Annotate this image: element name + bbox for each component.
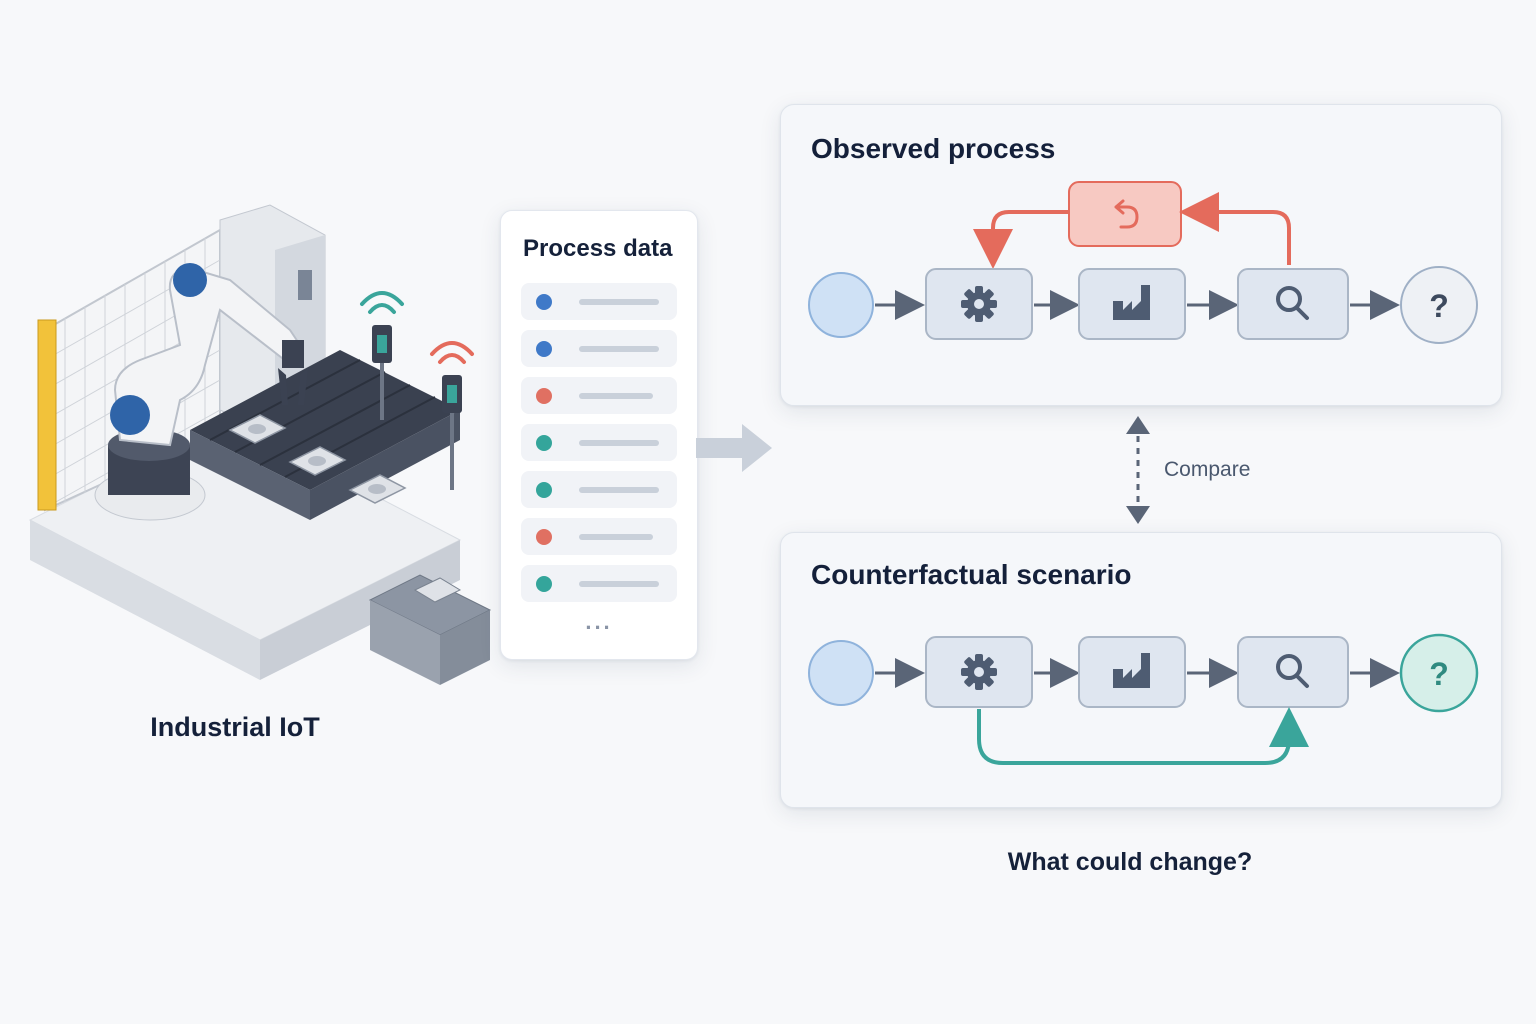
- question-mark: ?: [1429, 288, 1449, 324]
- data-dot: [536, 388, 552, 404]
- question-circle: [1399, 633, 1479, 713]
- data-row: [521, 330, 677, 367]
- data-dot: [536, 435, 552, 451]
- compare-arrow-icon: [1118, 412, 1158, 528]
- ellipsis: ...: [585, 609, 613, 634]
- loop-box: [1068, 181, 1182, 247]
- magnifier-node: [1237, 268, 1349, 340]
- flow-arrow-icon: [696, 420, 776, 476]
- data-bar: [579, 534, 653, 540]
- gear-icon: [961, 286, 997, 322]
- factory-icon: [1113, 653, 1150, 688]
- magnifier-node: [1237, 636, 1349, 708]
- magnifier-icon: [1276, 654, 1309, 688]
- observed-process-title: Observed process: [811, 133, 1056, 164]
- question-mark: ?: [1429, 656, 1449, 692]
- question-circle: [1400, 266, 1478, 344]
- data-bar: [579, 440, 659, 446]
- magnifier-icon: [1276, 286, 1309, 320]
- data-bar: [579, 487, 659, 493]
- data-dot: [536, 529, 552, 545]
- gear-icon: [961, 654, 997, 690]
- factory-icon: [1113, 285, 1150, 320]
- data-row: [521, 518, 677, 555]
- counterfactual-scenario-panel: Counterfactual scenario ?: [780, 532, 1502, 808]
- start-circle-icon: [808, 272, 874, 338]
- industrial-iot-label: Industrial IoT: [150, 712, 320, 742]
- loop-arrow-right: [1179, 192, 1291, 265]
- data-dot: [536, 294, 552, 310]
- undo-arrow-icon: [1114, 199, 1139, 229]
- loop-arrow-left: [973, 210, 1069, 269]
- observed-process-panel: Observed process: [780, 104, 1502, 406]
- what-could-change-label: What could change?: [1007, 848, 1253, 876]
- process-data-card: Process data ...: [500, 210, 698, 660]
- process-data-title: Process data: [523, 235, 673, 262]
- skip-arrow: [977, 707, 1309, 765]
- data-dot: [536, 341, 552, 357]
- data-bar: [579, 393, 653, 399]
- data-row: [521, 377, 677, 414]
- data-row: [521, 471, 677, 508]
- counterfactual-scenario-title: Counterfactual scenario: [811, 559, 1132, 590]
- data-bar: [579, 581, 659, 587]
- industrial-iot-illustration: [20, 190, 500, 690]
- start-circle-icon: [808, 640, 874, 706]
- data-bar: [579, 299, 659, 305]
- data-row: [521, 283, 677, 320]
- data-dot: [536, 576, 552, 592]
- data-dot: [536, 482, 552, 498]
- data-row: [521, 424, 677, 461]
- data-row: [521, 565, 677, 602]
- compare-label: Compare: [1164, 458, 1251, 481]
- data-bar: [579, 346, 659, 352]
